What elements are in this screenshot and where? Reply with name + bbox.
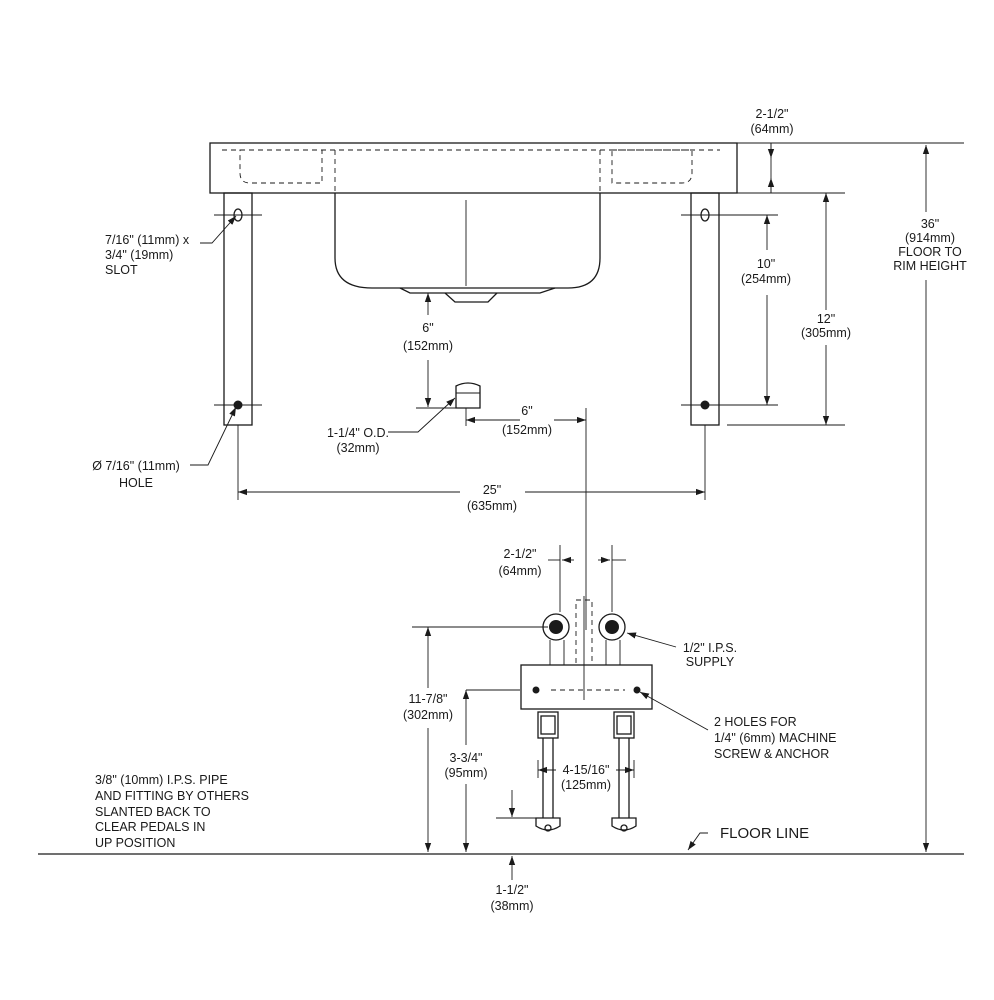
slot-spacing-in: 10"	[757, 257, 775, 271]
valve-height-mm: (302mm)	[403, 708, 453, 722]
rim-thickness-in: 2-1/2"	[756, 107, 789, 121]
pipe-note-line2: AND FITTING BY OTHERS	[95, 789, 249, 803]
anchor-height-mm: (95mm)	[444, 766, 487, 780]
pipe-note-line3: SLANTED BACK TO	[95, 805, 211, 819]
pedal-spacing-in: 4-15/16"	[563, 763, 610, 777]
screw-label-line1: 2 HOLES FOR	[714, 715, 797, 729]
right-leg	[681, 192, 845, 500]
supply-label-line1: 1/2" I.P.S.	[683, 641, 737, 655]
screw-label-line3: SCREW & ANCHOR	[714, 747, 829, 761]
floor-to-rim-in: 36"	[921, 217, 939, 231]
leg-spacing-mm: (635mm)	[467, 499, 517, 513]
hole-label-line1: Ø 7/16" (11mm)	[92, 459, 180, 473]
pedal-clear-in: 1-1/2"	[496, 883, 529, 897]
pipe-note-line5: UP POSITION	[95, 836, 175, 850]
pedal-valve	[466, 545, 709, 880]
hole-label-line2: HOLE	[119, 476, 153, 490]
leg-spacing-in: 25"	[483, 483, 501, 497]
drain-offset-mm: (152mm)	[502, 423, 552, 437]
dimension-lines-upper	[190, 143, 930, 852]
dimension-labels: 2-1/2" (64mm) 36" (914mm) FLOOR TO RIM H…	[92, 107, 967, 913]
floor-to-rim-mm: (914mm)	[905, 231, 955, 245]
drain-drop-mm: (152mm)	[403, 339, 453, 353]
drain-od-in: 1-1/4" O.D.	[327, 426, 389, 440]
pipe-note-line1: 3/8" (10mm) I.P.S. PIPE	[95, 773, 228, 787]
left-leg	[214, 192, 262, 500]
anchor-height-in: 3-3/4"	[450, 751, 483, 765]
pedal-spacing-mm: (125mm)	[561, 778, 611, 792]
rim-thickness-mm: (64mm)	[750, 122, 793, 136]
supply-spacing-in: 2-1/2"	[504, 547, 537, 561]
dimension-lines-lower	[412, 626, 548, 852]
screw-label-line2: 1/4" (6mm) MACHINE	[714, 731, 837, 745]
sink-bowl	[334, 150, 601, 303]
drain-drop-in: 6"	[422, 321, 433, 335]
floor-line	[38, 832, 964, 855]
floor-line-label: FLOOR LINE	[720, 825, 809, 842]
slot-label-line1: 7/16" (11mm) x	[105, 233, 190, 247]
valve-height-in: 11-7/8"	[409, 692, 448, 706]
floor-to-rim-line1: FLOOR TO	[898, 245, 962, 259]
leg-height-mm: (305mm)	[801, 326, 851, 340]
floor-to-rim-line2: RIM HEIGHT	[893, 259, 967, 273]
slot-spacing-mm: (254mm)	[741, 272, 791, 286]
drain-offset-in: 6"	[521, 404, 532, 418]
sink-rim	[209, 142, 964, 194]
pedal-clear-mm: (38mm)	[490, 899, 533, 913]
leg-height-in: 12"	[817, 312, 835, 326]
supply-label-line2: SUPPLY	[686, 655, 735, 669]
drain-od-mm: (32mm)	[336, 441, 379, 455]
slot-label-line3: SLOT	[105, 263, 138, 277]
pipe-note-line4: CLEAR PEDALS IN	[95, 820, 205, 834]
supply-spacing-mm: (64mm)	[498, 564, 541, 578]
slot-label-line2: 3/4" (19mm)	[105, 248, 173, 262]
